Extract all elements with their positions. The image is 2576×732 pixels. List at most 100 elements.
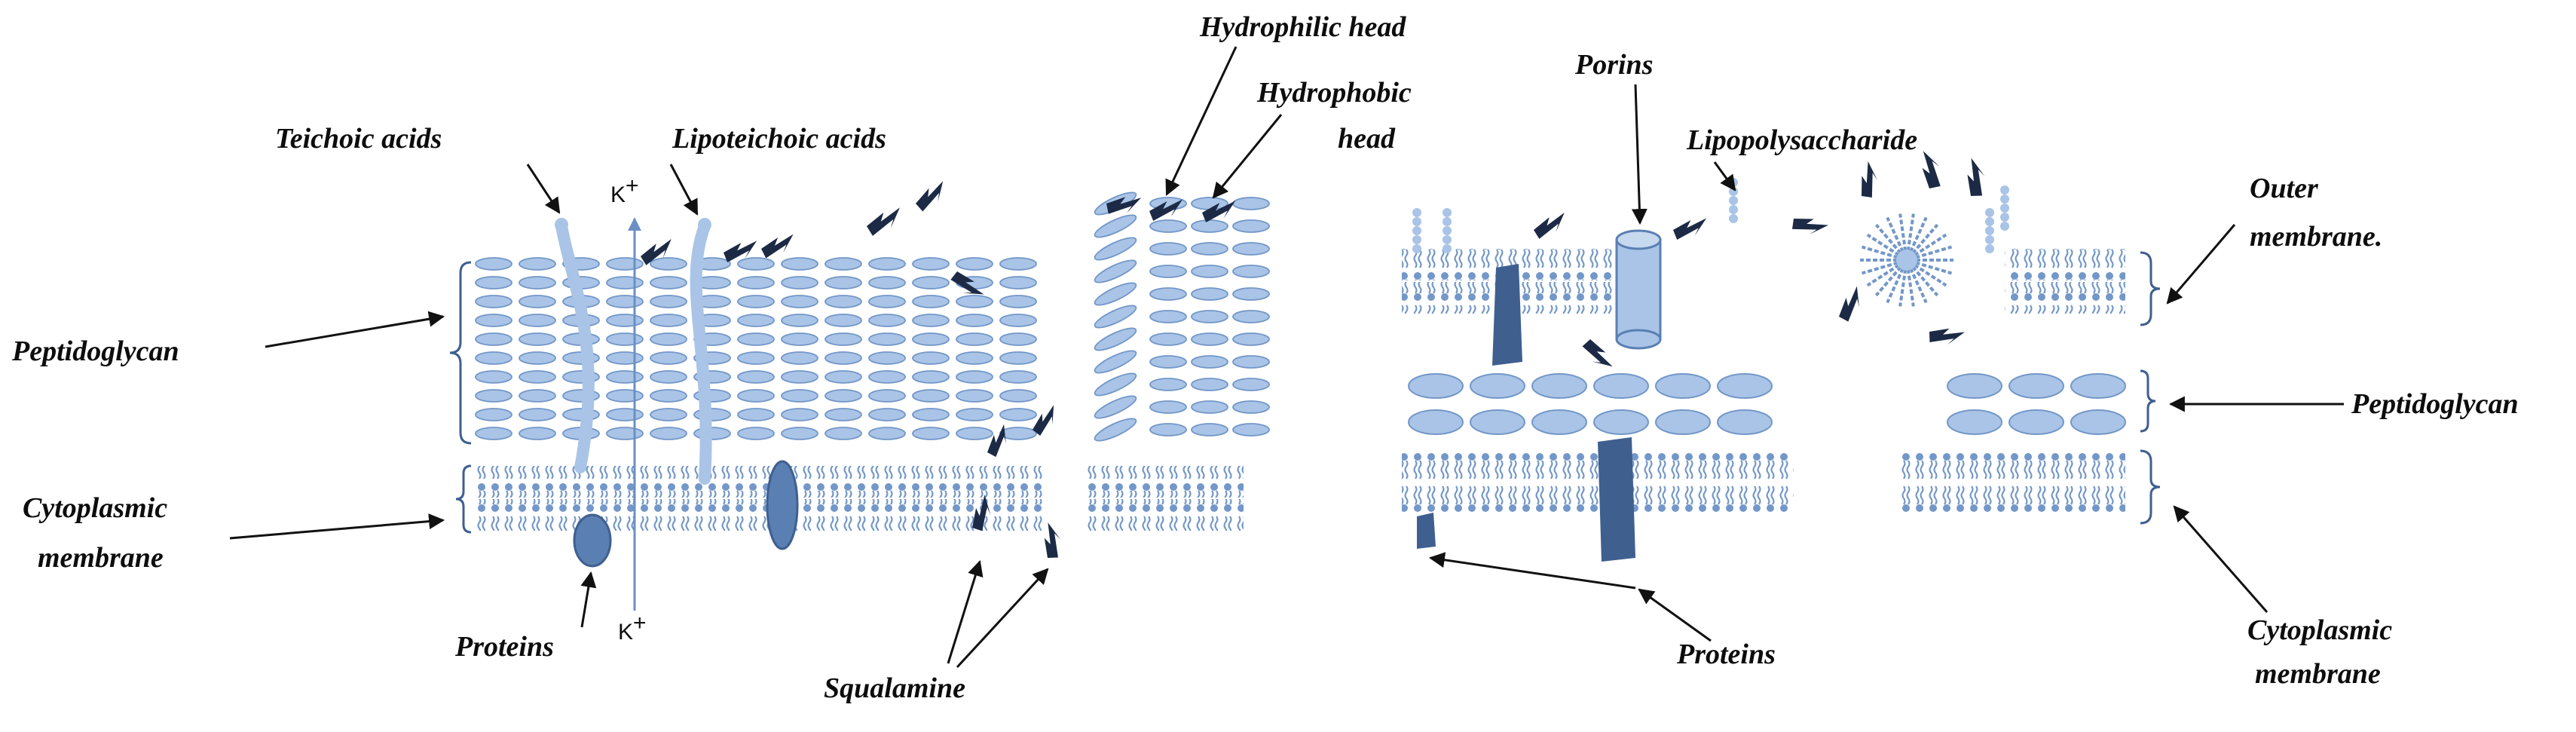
teichoic-acid-head [555,218,568,231]
squalamine-molecule [1922,151,1941,188]
gn-proteins-arrow-1 [1428,552,1636,590]
peptidoglycan-unit [737,314,775,327]
teichoic-acids-label: Teichoic acids [275,123,442,155]
peptidoglycan-unit [1149,378,1187,391]
peptidoglycan-unit [650,314,687,327]
peptidoglycan-unit [912,295,950,308]
gn-peptidoglycan-unit [2070,373,2126,399]
peptidoglycan-unit [825,408,862,421]
peptidoglycan-unit [519,257,556,271]
lps-sugar-unit [1985,235,1994,244]
peptidoglycan-unit [868,295,906,308]
lps-sugar-unit [1412,208,1421,217]
peptidoglycan-unit [475,257,512,271]
squalamine-molecule [987,424,1006,458]
peptidoglycan-unit [650,257,687,271]
peptidoglycan-arrow [265,311,445,348]
disrupted-lipid [1866,263,1900,287]
peptidoglycan-unit [825,276,862,289]
gn-peptidoglycan-unit [1717,409,1773,435]
peptidoglycan-unit [781,332,818,346]
disrupted-lipid [1886,268,1904,304]
peptidoglycan-unit [475,351,512,365]
outer-membrane-right-lower [2005,282,2125,314]
peptidoglycan-unit [606,295,644,308]
peptidoglycan-unit [868,351,906,365]
peptidoglycan-unit [519,332,556,346]
peptidoglycan-unit [868,427,906,440]
peptidoglycan-unit [475,314,512,327]
gram-positive-membrane-right-fragment-2 [1085,499,1244,531]
lps-sugar-unit [1729,214,1738,223]
lps-sugar-unit [2000,213,2009,222]
peptidoglycan-unit [606,314,644,327]
proteins-label: Proteins [454,631,554,663]
peptidoglycan-unit [956,332,993,346]
peptidoglycan-unit [519,408,556,421]
peptidoglycan-unit [868,332,906,346]
squalamine-molecule [641,238,672,265]
peptidoglycan-unit [519,314,556,327]
peptidoglycan-unit [650,389,687,403]
peptidoglycan-unit [650,427,687,440]
peptidoglycan-unit [1191,287,1228,301]
lps-sugar-unit [2000,194,2009,204]
peptidoglycan-unit [737,351,775,365]
lps-sugar-unit [1442,208,1452,217]
disrupted-peptidoglycan-unit [1094,282,1137,306]
peptidoglycan-unit [1149,242,1187,256]
disrupted-lipid [1861,245,1899,259]
peptidoglycan-brace [449,261,472,445]
squalamine-molecule [972,495,991,531]
gn-cytoplasmic-brace [2140,449,2161,525]
gn-peptidoglycan-unit [1531,409,1587,435]
gn-cytoplasmic-membrane-label-line2: membrane [2255,658,2381,690]
peptidoglycan-unit [868,408,906,421]
outer-membrane-arrow [2166,224,2236,305]
disrupted-peptidoglycan-unit [1094,327,1137,351]
squalamine-molecule [916,181,944,212]
peptidoglycan-unit [1149,287,1187,301]
disrupted-peptidoglycan-unit [1094,305,1137,329]
peptidoglycan-unit [825,389,862,403]
gram-positive-protein-large [766,460,799,550]
peptidoglycan-unit [1232,287,1270,301]
disrupted-lipid [1874,223,1902,255]
peptidoglycan-unit [999,389,1037,403]
peptidoglycan-unit [912,389,950,403]
peptidoglycan-unit [999,276,1037,289]
gn-cytoplasmic-membrane-label-line1: Cytoplasmic [2247,614,2392,646]
squalamine-molecule [1033,405,1054,436]
peptidoglycan-unit [825,427,862,440]
squalamine-molecule [761,234,794,259]
squalamine-molecule [1839,286,1859,322]
lipoteichoic-acids-arrow [669,164,699,216]
peptidoglycan-unit [1191,242,1228,256]
hydrophilic-head-arrow [1165,46,1238,196]
peptidoglycan-unit [475,295,512,308]
squalamine-molecule [1582,339,1613,367]
peptidoglycan-unit [781,370,818,384]
peptidoglycan-unit [1149,332,1187,346]
gram-positive-peptidoglycan-layer [475,257,1037,440]
disrupted-peptidoglycan-unit [1094,372,1137,397]
peptidoglycan-unit [1191,355,1228,369]
gram-positive-squalamine-group [641,181,1061,558]
gn-peptidoglycan-unit [1408,373,1464,399]
squalamine-molecule [1929,328,1965,345]
peptidoglycan-unit [475,408,512,421]
peptidoglycan-unit [1191,400,1228,414]
peptidoglycan-unit [475,427,512,440]
outer-membrane-label-line2: membrane. [2250,221,2382,253]
peptidoglycan-unit [1149,355,1187,369]
peptidoglycan-unit [1232,423,1270,436]
peptidoglycan-unit [781,295,818,308]
lps-sugar-unit [1985,208,1994,217]
gram-positive-membrane-upper-leaflet-2 [925,466,1046,498]
peptidoglycan-unit [999,314,1037,327]
peptidoglycan-unit [999,370,1037,384]
peptidoglycan-unit [956,427,993,440]
gn-peptidoglycan-unit [2008,409,2064,435]
peptidoglycan-unit [912,257,950,271]
peptidoglycan-unit [650,370,687,384]
